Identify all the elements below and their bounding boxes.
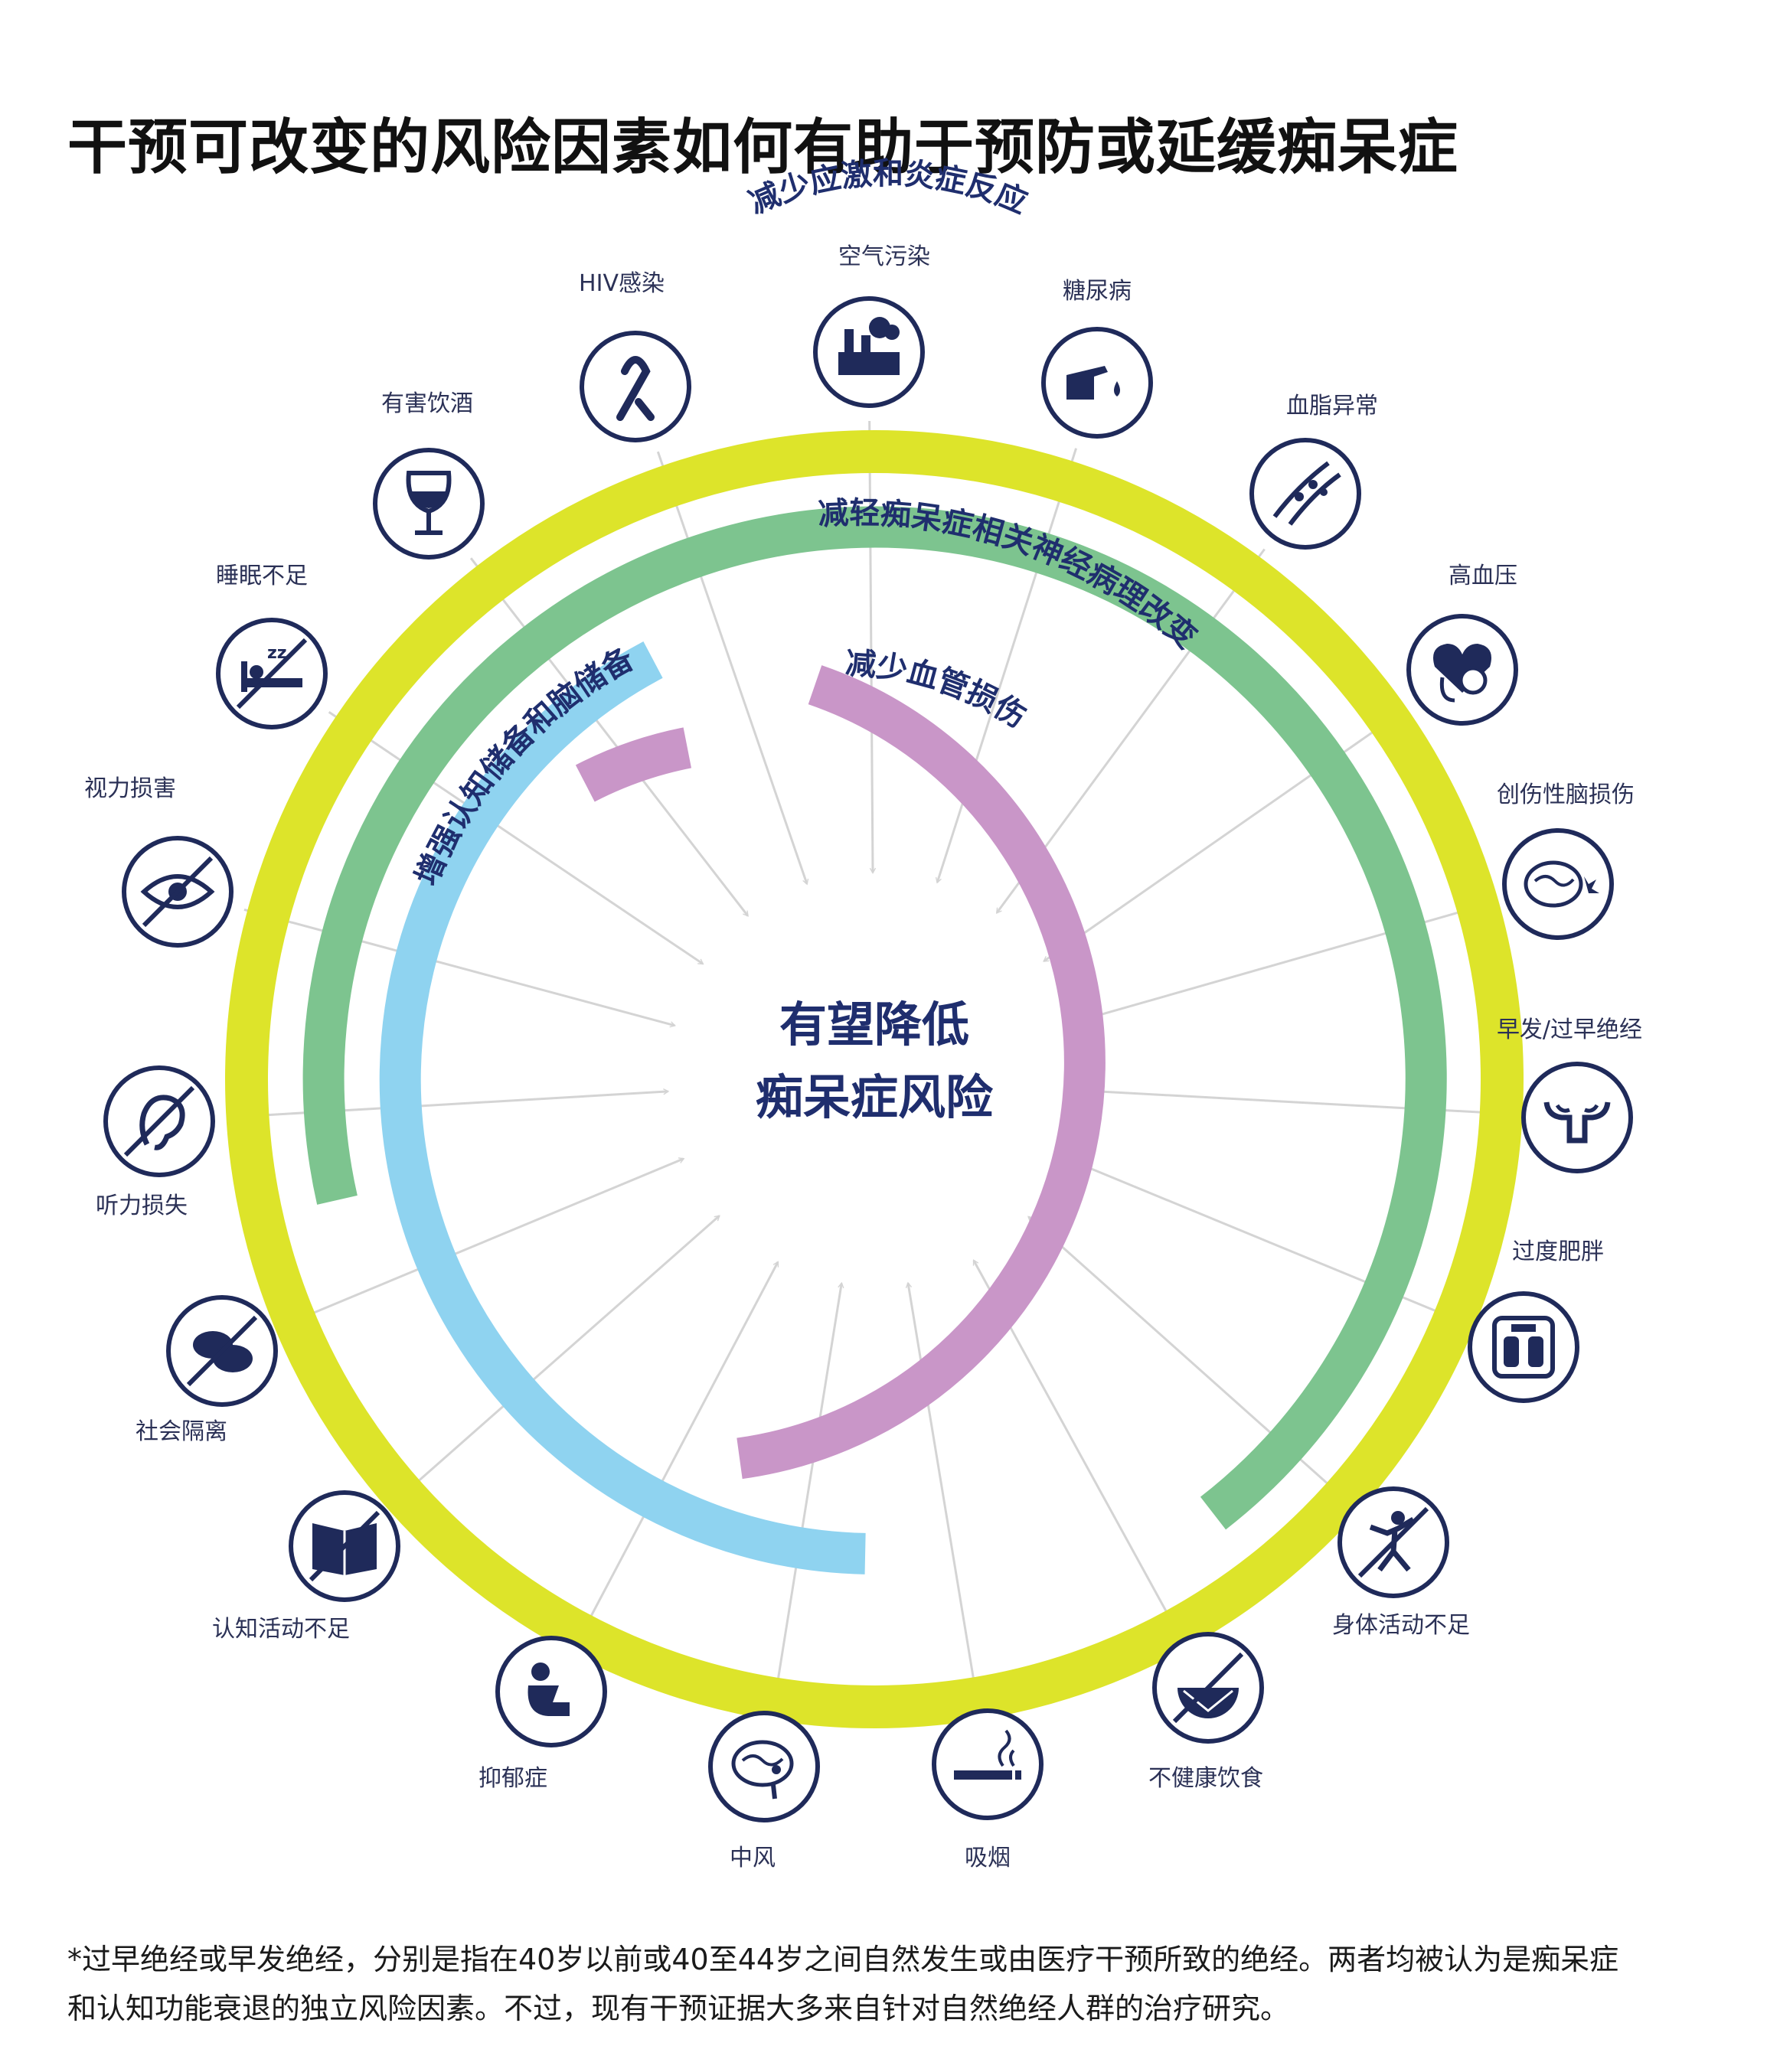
- influence-arrow: [935, 448, 1078, 884]
- center-text-line2: 痴呆症风险: [756, 1069, 994, 1125]
- influence-arrow: [328, 711, 704, 965]
- risk-factor: 创伤性脑损伤: [1497, 781, 1635, 940]
- influence-arrow: [656, 451, 809, 886]
- risk-factor-label: HIV感染: [579, 270, 665, 297]
- influence-arrow: [868, 420, 877, 874]
- brain-injury-icon: [1502, 828, 1614, 940]
- risk-factor: HIV感染: [579, 270, 691, 442]
- risk-factor: 不健康饮食: [1148, 1632, 1264, 1792]
- risk-factor: 早发/过早绝经: [1497, 1016, 1642, 1173]
- risk-factor-label: 创伤性脑损伤: [1497, 781, 1635, 808]
- influence-arrow: [285, 1157, 685, 1326]
- cigarette-icon: [932, 1708, 1044, 1820]
- risk-factor: 高血压: [1406, 563, 1518, 726]
- heart-pressure-icon: [1406, 614, 1518, 726]
- risk-factor-label: 血脂异常: [1286, 393, 1378, 419]
- risk-factor-label: 抑郁症: [478, 1765, 547, 1792]
- no-fruit-icon: [1152, 1632, 1264, 1744]
- risk-factor: 身体活动不足: [1332, 1486, 1470, 1639]
- center-text-line1: 有望降低: [779, 997, 969, 1052]
- risk-factor: 社会隔离: [136, 1295, 278, 1445]
- footnote-line: 和认知功能衰退的独立风险因素。不过，现有干预证据大多来自针对自然绝经人群的治疗研…: [67, 1992, 1290, 2025]
- arc-green: [302, 506, 1447, 1530]
- artery-plaque-icon: [1249, 438, 1361, 550]
- influence-arrow: [582, 1261, 779, 1632]
- influence-arrow: [773, 1281, 844, 1699]
- no-ear-icon: [103, 1065, 215, 1177]
- no-book-icon: [289, 1490, 400, 1602]
- risk-factor-label: 早发/过早绝经: [1497, 1016, 1642, 1043]
- page-title: 干预可改变的风险因素如何有助于预防或延缓痴呆症: [67, 113, 1459, 182]
- risk-factor-label: 身体活动不足: [1332, 1612, 1470, 1639]
- brain-stroke-icon: [708, 1711, 820, 1822]
- risk-factor: 有害饮酒: [373, 390, 485, 560]
- risk-factor-label: 高血压: [1449, 563, 1517, 589]
- risk-factor-label: 视力损害: [84, 775, 176, 802]
- arc-yellow: [225, 430, 1524, 1728]
- risk-factor: 认知活动不足: [212, 1490, 400, 1643]
- arc-label-yellow: 减少应激和炎症反应: [744, 156, 1032, 221]
- risk-factor: 过度肥胖: [1468, 1238, 1604, 1403]
- influence-arrow: [1043, 708, 1407, 962]
- no-chat-icon: [166, 1295, 278, 1407]
- risk-factor-label: 不健康饮食: [1148, 1765, 1263, 1792]
- risk-factor: 听力损失: [96, 1065, 215, 1219]
- risk-factor-label: 睡眠不足: [216, 563, 308, 589]
- arc-blue: [379, 641, 866, 1574]
- risk-factor-label: 有害饮酒: [381, 390, 473, 417]
- risk-factor-label: 吸烟: [965, 1845, 1011, 1871]
- arc-purple: [575, 665, 1106, 1480]
- uterus-icon: [1521, 1062, 1633, 1173]
- risk-factor: 中风: [708, 1711, 820, 1871]
- factory-icon: [813, 296, 925, 408]
- no-exercise-icon: [1337, 1486, 1449, 1598]
- risk-factor: 空气污染: [813, 243, 930, 408]
- risk-factor-label: 空气污染: [838, 243, 930, 270]
- footnote: *过早绝经或早发绝经，分别是指在40岁以前或40至44岁之间自然发生或由医疗干预…: [67, 1935, 1721, 2033]
- factors-layer: 空气污染糖尿病血脂异常高血压创伤性脑损伤早发/过早绝经过度肥胖身体活动不足不健康…: [84, 243, 1642, 1871]
- influence-arrow: [905, 1281, 978, 1697]
- influence-arrow: [395, 1215, 720, 1502]
- risk-factor-label: 社会隔离: [136, 1418, 227, 1445]
- risk-factor: zz 睡眠不足: [216, 563, 328, 729]
- no-sleep-icon: zz: [216, 618, 328, 729]
- risk-factor-label: 中风: [730, 1845, 776, 1871]
- risk-factor: 视力损害: [84, 775, 234, 948]
- influence-arrow: [227, 1088, 670, 1119]
- footnote-line: *过早绝经或早发绝经，分别是指在40岁以前或40至44岁之间自然发生或由医疗干预…: [67, 1943, 1619, 1976]
- risk-factor-label: 认知活动不足: [212, 1616, 350, 1643]
- risk-factor-label: 过度肥胖: [1512, 1238, 1604, 1265]
- risk-factor-label: 糖尿病: [1063, 278, 1132, 305]
- risk-factor: 吸烟: [932, 1708, 1044, 1871]
- risk-factor: 抑郁症: [478, 1636, 607, 1792]
- risk-factor-label: 听力损失: [96, 1193, 188, 1219]
- scale-icon: [1468, 1291, 1579, 1403]
- finger-prick-icon: [1041, 327, 1153, 439]
- depressed-person-icon: [495, 1636, 607, 1747]
- risk-factor: 血脂异常: [1249, 393, 1378, 550]
- ribbon-icon: [580, 331, 691, 442]
- wine-glass-icon: [373, 448, 485, 560]
- influence-arrow: [243, 908, 677, 1028]
- risk-factor: 糖尿病: [1041, 278, 1153, 439]
- no-eye-icon: [122, 836, 234, 948]
- influence-arrow: [469, 557, 749, 917]
